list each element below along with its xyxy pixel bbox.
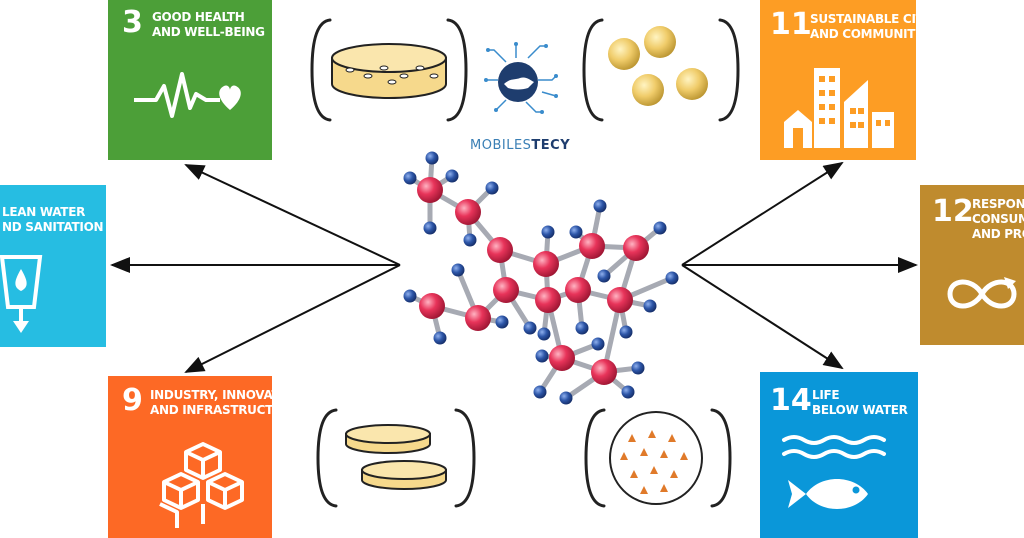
molecule-atom-small (485, 181, 499, 195)
sdg-tile-cities: 11 SUSTAINABLE CITIES AND COMMUNITIES (760, 0, 916, 160)
logo-text: MOBILESTECY (470, 138, 570, 153)
arrow-to-cities (681, 161, 844, 266)
molecule-atom-large (591, 359, 617, 385)
porous-disc-sample (331, 43, 447, 99)
tile-health-number: 3 (122, 5, 143, 40)
molecule-atom-large (549, 345, 575, 371)
logo-text-part2: TECY (531, 138, 571, 153)
molecule-atom-large (493, 277, 519, 303)
bracket-bottom-left-open (316, 408, 338, 508)
infinity-loop-icon (947, 277, 1017, 309)
cubes-icon (159, 442, 244, 528)
heartbeat-icon (134, 72, 241, 118)
molecule-atom-small (535, 349, 549, 363)
molecule-atom-large (419, 293, 445, 319)
molecule-atom-large (535, 287, 561, 313)
molecule-atom-small (433, 331, 447, 345)
molecule-atom-large (565, 277, 591, 303)
tile-life-below-water-number: 14 (770, 383, 812, 418)
molecule-atom-small (537, 327, 551, 341)
sdg-tile-water: LEAN WATER ND SANITATION (0, 185, 106, 347)
molecule-atom-small (591, 337, 605, 351)
molecule-atom-large (465, 305, 491, 331)
molecule-atom-large (487, 237, 513, 263)
tile-consumption-number: 12 (932, 194, 974, 229)
molecule-atom-small (451, 263, 465, 277)
sdg-tile-health: 3 GOOD HEALTH AND WELL-BEING (108, 0, 272, 160)
molecule-atom-large (607, 287, 633, 313)
bracket-top-right-close (718, 18, 740, 122)
molecule-atom-small (559, 391, 573, 405)
molecule-atom-small (445, 169, 459, 183)
tile-water-label: LEAN WATER ND SANITATION (2, 205, 104, 234)
bracket-bottom-left-close (454, 408, 476, 508)
arrow-to-health (184, 164, 401, 266)
bracket-bottom-right-close (710, 408, 732, 508)
molecule-atom-small (495, 315, 509, 329)
molecule-atom-small (621, 385, 635, 399)
molecule-atom-small (423, 221, 437, 235)
molecule-atom-small (653, 221, 667, 235)
bracket-top-left-close (446, 18, 468, 122)
molecule-atom-small (597, 269, 611, 283)
tile-cities-number: 11 (770, 7, 812, 42)
tile-consumption-label: RESPONS CONSUMP AND PROD (972, 197, 1024, 241)
tile-life-below-water-label: LIFE BELOW WATER (812, 388, 908, 417)
molecule-atom-small (541, 225, 555, 239)
molecule-atom-large (623, 235, 649, 261)
thin-films-sample (345, 424, 447, 490)
molecule-atom-small (665, 271, 679, 285)
bracket-bottom-right-open (584, 408, 606, 508)
spheres-sample (608, 26, 708, 106)
arrow-to-life-below-water (681, 264, 844, 370)
molecule-atom-large (579, 233, 605, 259)
fish-waves-icon (782, 435, 886, 509)
tile-health-label: GOOD HEALTH AND WELL-BEING (152, 10, 265, 39)
logo-text-part1: MOBILES (470, 138, 532, 153)
molecule-atom-small (403, 171, 417, 185)
arrow-to-industry (184, 264, 401, 373)
molecule-atom-small (631, 361, 645, 375)
molecule-atom-small (463, 233, 477, 247)
city-buildings-icon (784, 68, 894, 148)
particles-in-circle-sample (609, 411, 703, 505)
molecule-atom-small (523, 321, 537, 335)
molecule-atom-small (575, 321, 589, 335)
molecule-atom-small (569, 225, 583, 239)
tile-industry-label: INDUSTRY, INNOVATION AND INFRASTRUCTURE (150, 388, 272, 417)
molecule-atom-small (425, 151, 439, 165)
tile-cities-label: SUSTAINABLE CITIES AND COMMUNITIES (810, 12, 916, 41)
sdg-tile-consumption: 12 RESPONS CONSUMP AND PROD (920, 185, 1024, 345)
water-drop-glass-icon (0, 255, 43, 333)
molecule-atom-large (533, 251, 559, 277)
tile-industry-number: 9 (122, 383, 143, 418)
molecule-atom-small (643, 299, 657, 313)
bracket-top-right-open (582, 18, 604, 122)
bracket-top-left-open (310, 18, 332, 122)
handshake-circuit-icon (484, 42, 558, 114)
molecule-atom-small (619, 325, 633, 339)
sdg-tile-life-below-water: 14 LIFE BELOW WATER (760, 372, 918, 538)
sdg-tile-industry: 9 INDUSTRY, INNOVATION AND INFRASTRUCTUR… (108, 376, 272, 538)
molecule-atom-large (417, 177, 443, 203)
molecule-atom-small (593, 199, 607, 213)
molecule-atom-small (533, 385, 547, 399)
molecule-atom-large (455, 199, 481, 225)
molecule-atom-small (403, 289, 417, 303)
